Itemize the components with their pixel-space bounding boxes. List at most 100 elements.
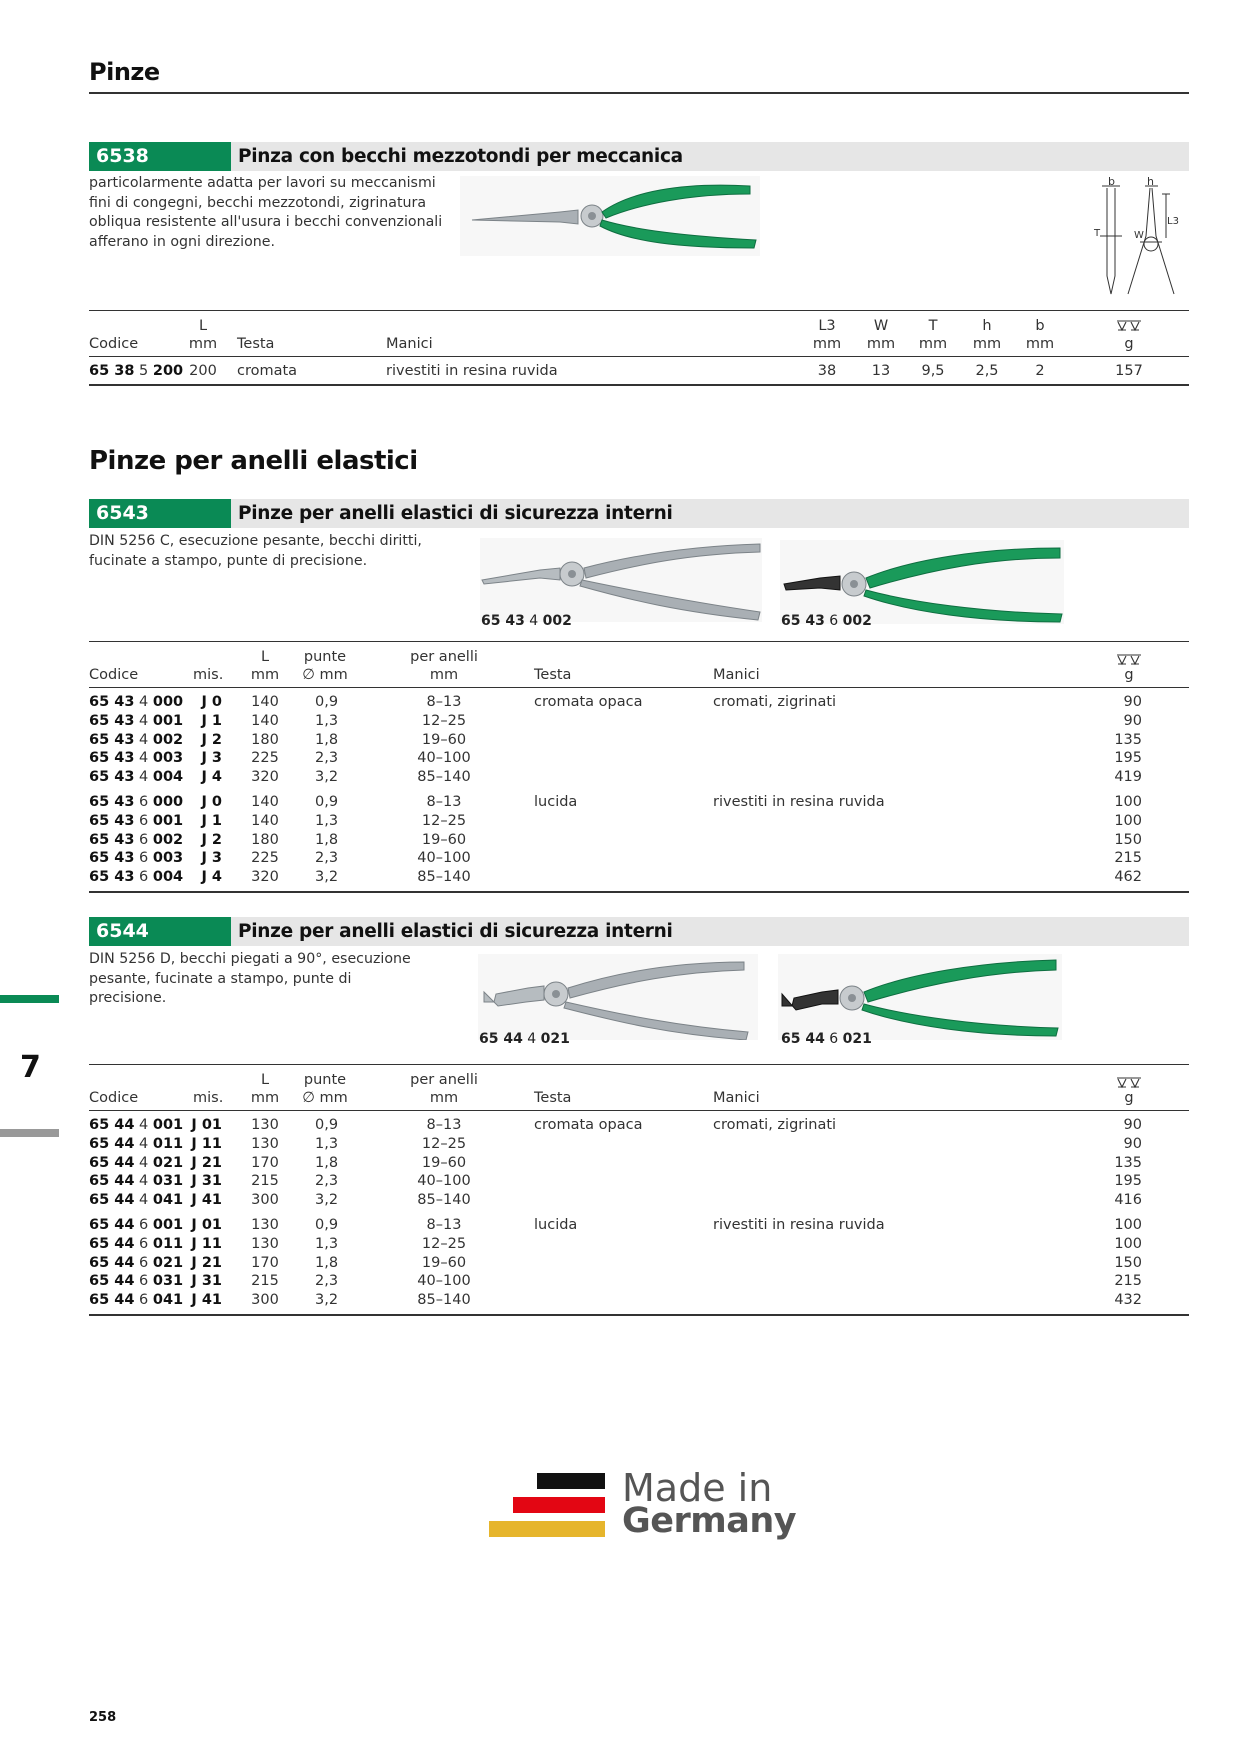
table-bottom-rule: [89, 1314, 1189, 1316]
col-punte: punte: [303, 649, 347, 665]
code-cell: 65 44 4 011: [89, 1135, 184, 1152]
product-title: Pinze per anelli elastici di sicurezza i…: [238, 921, 673, 942]
col-W: W: [873, 318, 889, 334]
col-anelli-unit: mm: [429, 1090, 459, 1106]
col-manici: Manici: [713, 1090, 760, 1106]
cell-mis: J 01: [191, 1217, 222, 1233]
cell-punte: 2,3: [315, 750, 339, 767]
col-codice: Codice: [89, 336, 139, 352]
cell-punte: 3,2: [315, 769, 339, 786]
col-punte-unit: ∅ mm: [302, 667, 348, 683]
cell-L: 130: [251, 1135, 279, 1152]
cell-weight: 135: [1114, 1154, 1142, 1171]
cell-punte: 0,9: [315, 1117, 339, 1133]
cell-weight: 100: [1114, 812, 1142, 829]
cell-manici: cromati, zigrinati: [713, 1117, 837, 1133]
cell-L: 225: [251, 750, 279, 767]
code-cell: 65 43 4 004: [89, 769, 184, 786]
cell-weight: 135: [1114, 731, 1142, 748]
cell-mis: J 4: [201, 769, 222, 786]
code-cell: 65 38 5 200: [89, 363, 184, 379]
cell-punte: 2,3: [315, 1173, 339, 1190]
section-title: Pinze per anelli elastici: [89, 446, 418, 476]
cell-anelli: 12–25: [421, 812, 467, 829]
cell-weight: 90: [1123, 694, 1142, 710]
cell-weight: 432: [1114, 1292, 1142, 1309]
cell-manici: rivestiti in resina ruvida: [386, 363, 558, 379]
col-L: L: [198, 318, 208, 334]
cell-anelli: 19–60: [421, 731, 467, 748]
page-number: 258: [89, 1710, 117, 1725]
col-codice: Codice: [89, 1090, 139, 1106]
cell-weight: 90: [1123, 1135, 1142, 1152]
product-description: DIN 5256 D, becchi piegati a 90°, esecuz…: [89, 951, 411, 1006]
cell-L: 320: [251, 869, 279, 886]
cell-anelli: 40–100: [417, 850, 471, 867]
cell-L: 170: [251, 1154, 279, 1171]
col-weight-unit: g: [1124, 336, 1134, 352]
cell-anelli: 85–140: [417, 769, 471, 786]
cell-punte: 1,3: [315, 1135, 339, 1152]
product-title: Pinze per anelli elastici di sicurezza i…: [238, 503, 673, 524]
col-codice: Codice: [89, 667, 139, 683]
product-number: 6538: [89, 142, 231, 171]
cell-mis: J 31: [191, 1173, 222, 1190]
cell-mis: J 11: [191, 1135, 222, 1152]
cell-mis: J 2: [201, 831, 222, 848]
cell-L: 180: [251, 731, 279, 748]
cell-anelli: 12–25: [421, 1235, 467, 1252]
cell-weight: 215: [1114, 850, 1142, 867]
cell-weight: 100: [1114, 794, 1142, 810]
scale-icon: [1115, 651, 1143, 670]
pliers-dimension-diagram: b h T W L3: [1093, 176, 1179, 295]
col-h: h: [982, 318, 992, 334]
cell-mis: J 0: [201, 694, 222, 710]
cell-anelli: 85–140: [417, 869, 471, 886]
code-cell: 65 44 4 041: [89, 1192, 184, 1209]
cell-manici: rivestiti in resina ruvida: [713, 794, 885, 810]
cell-punte: 2,3: [315, 1273, 339, 1290]
chapter-number: 7: [20, 1050, 41, 1085]
cell-weight: 150: [1114, 1254, 1142, 1271]
cell-T: 9,5: [921, 363, 945, 379]
code-cell: 65 43 6 004: [89, 869, 184, 886]
cell-weight: 90: [1123, 1117, 1142, 1133]
col-mis: mis.: [193, 1090, 224, 1106]
code-cell: 65 44 4 031: [89, 1173, 184, 1190]
cell-L: 140: [251, 712, 279, 729]
code-cell: 65 43 6 001: [89, 812, 184, 829]
product-bar-6544: 6544 Pinze per anelli elastici di sicure…: [89, 917, 1189, 946]
cell-punte: 3,2: [315, 1292, 339, 1309]
code-cell: 65 43 4 000: [89, 694, 184, 710]
cell-anelli: 85–140: [417, 1292, 471, 1309]
scale-icon: [1117, 320, 1141, 332]
col-anelli: per anelli: [410, 649, 478, 665]
cell-mis: J 3: [201, 750, 222, 767]
col-manici: Manici: [713, 667, 760, 683]
cell-punte: 2,3: [315, 850, 339, 867]
cell-anelli: 19–60: [421, 1154, 467, 1171]
cell-mis: J 0: [201, 794, 222, 810]
col-L: L: [260, 1072, 270, 1088]
diagram-label-L3: L3: [1167, 216, 1179, 227]
diagram-label-W: W: [1134, 230, 1144, 241]
cell-mis: J 41: [191, 1192, 222, 1209]
cell-L: 140: [251, 812, 279, 829]
cell-anelli: 8–13: [426, 794, 462, 810]
product-bar-6543: 6543 Pinze per anelli elastici di sicure…: [89, 499, 1189, 528]
cell-b: 2: [1035, 363, 1045, 379]
cell-L: 140: [251, 794, 279, 810]
flag-gold-stripe: [489, 1521, 605, 1537]
table-header-rule: [89, 356, 1189, 357]
pliers-6543-chrome-image: [480, 538, 762, 622]
cell-manici: cromati, zigrinati: [713, 694, 837, 710]
cell-anelli: 12–25: [421, 712, 467, 729]
code-cell: 65 43 6 000: [89, 794, 184, 810]
diagram-label-T: T: [1093, 228, 1101, 239]
cell-punte: 1,3: [315, 1235, 339, 1252]
code-cell: 65 43 4 002: [89, 731, 184, 748]
col-testa: Testa: [534, 1090, 572, 1106]
cell-manici: rivestiti in resina ruvida: [713, 1217, 885, 1233]
cell-weight: 90: [1123, 712, 1142, 729]
flag-red-stripe: [513, 1497, 605, 1513]
